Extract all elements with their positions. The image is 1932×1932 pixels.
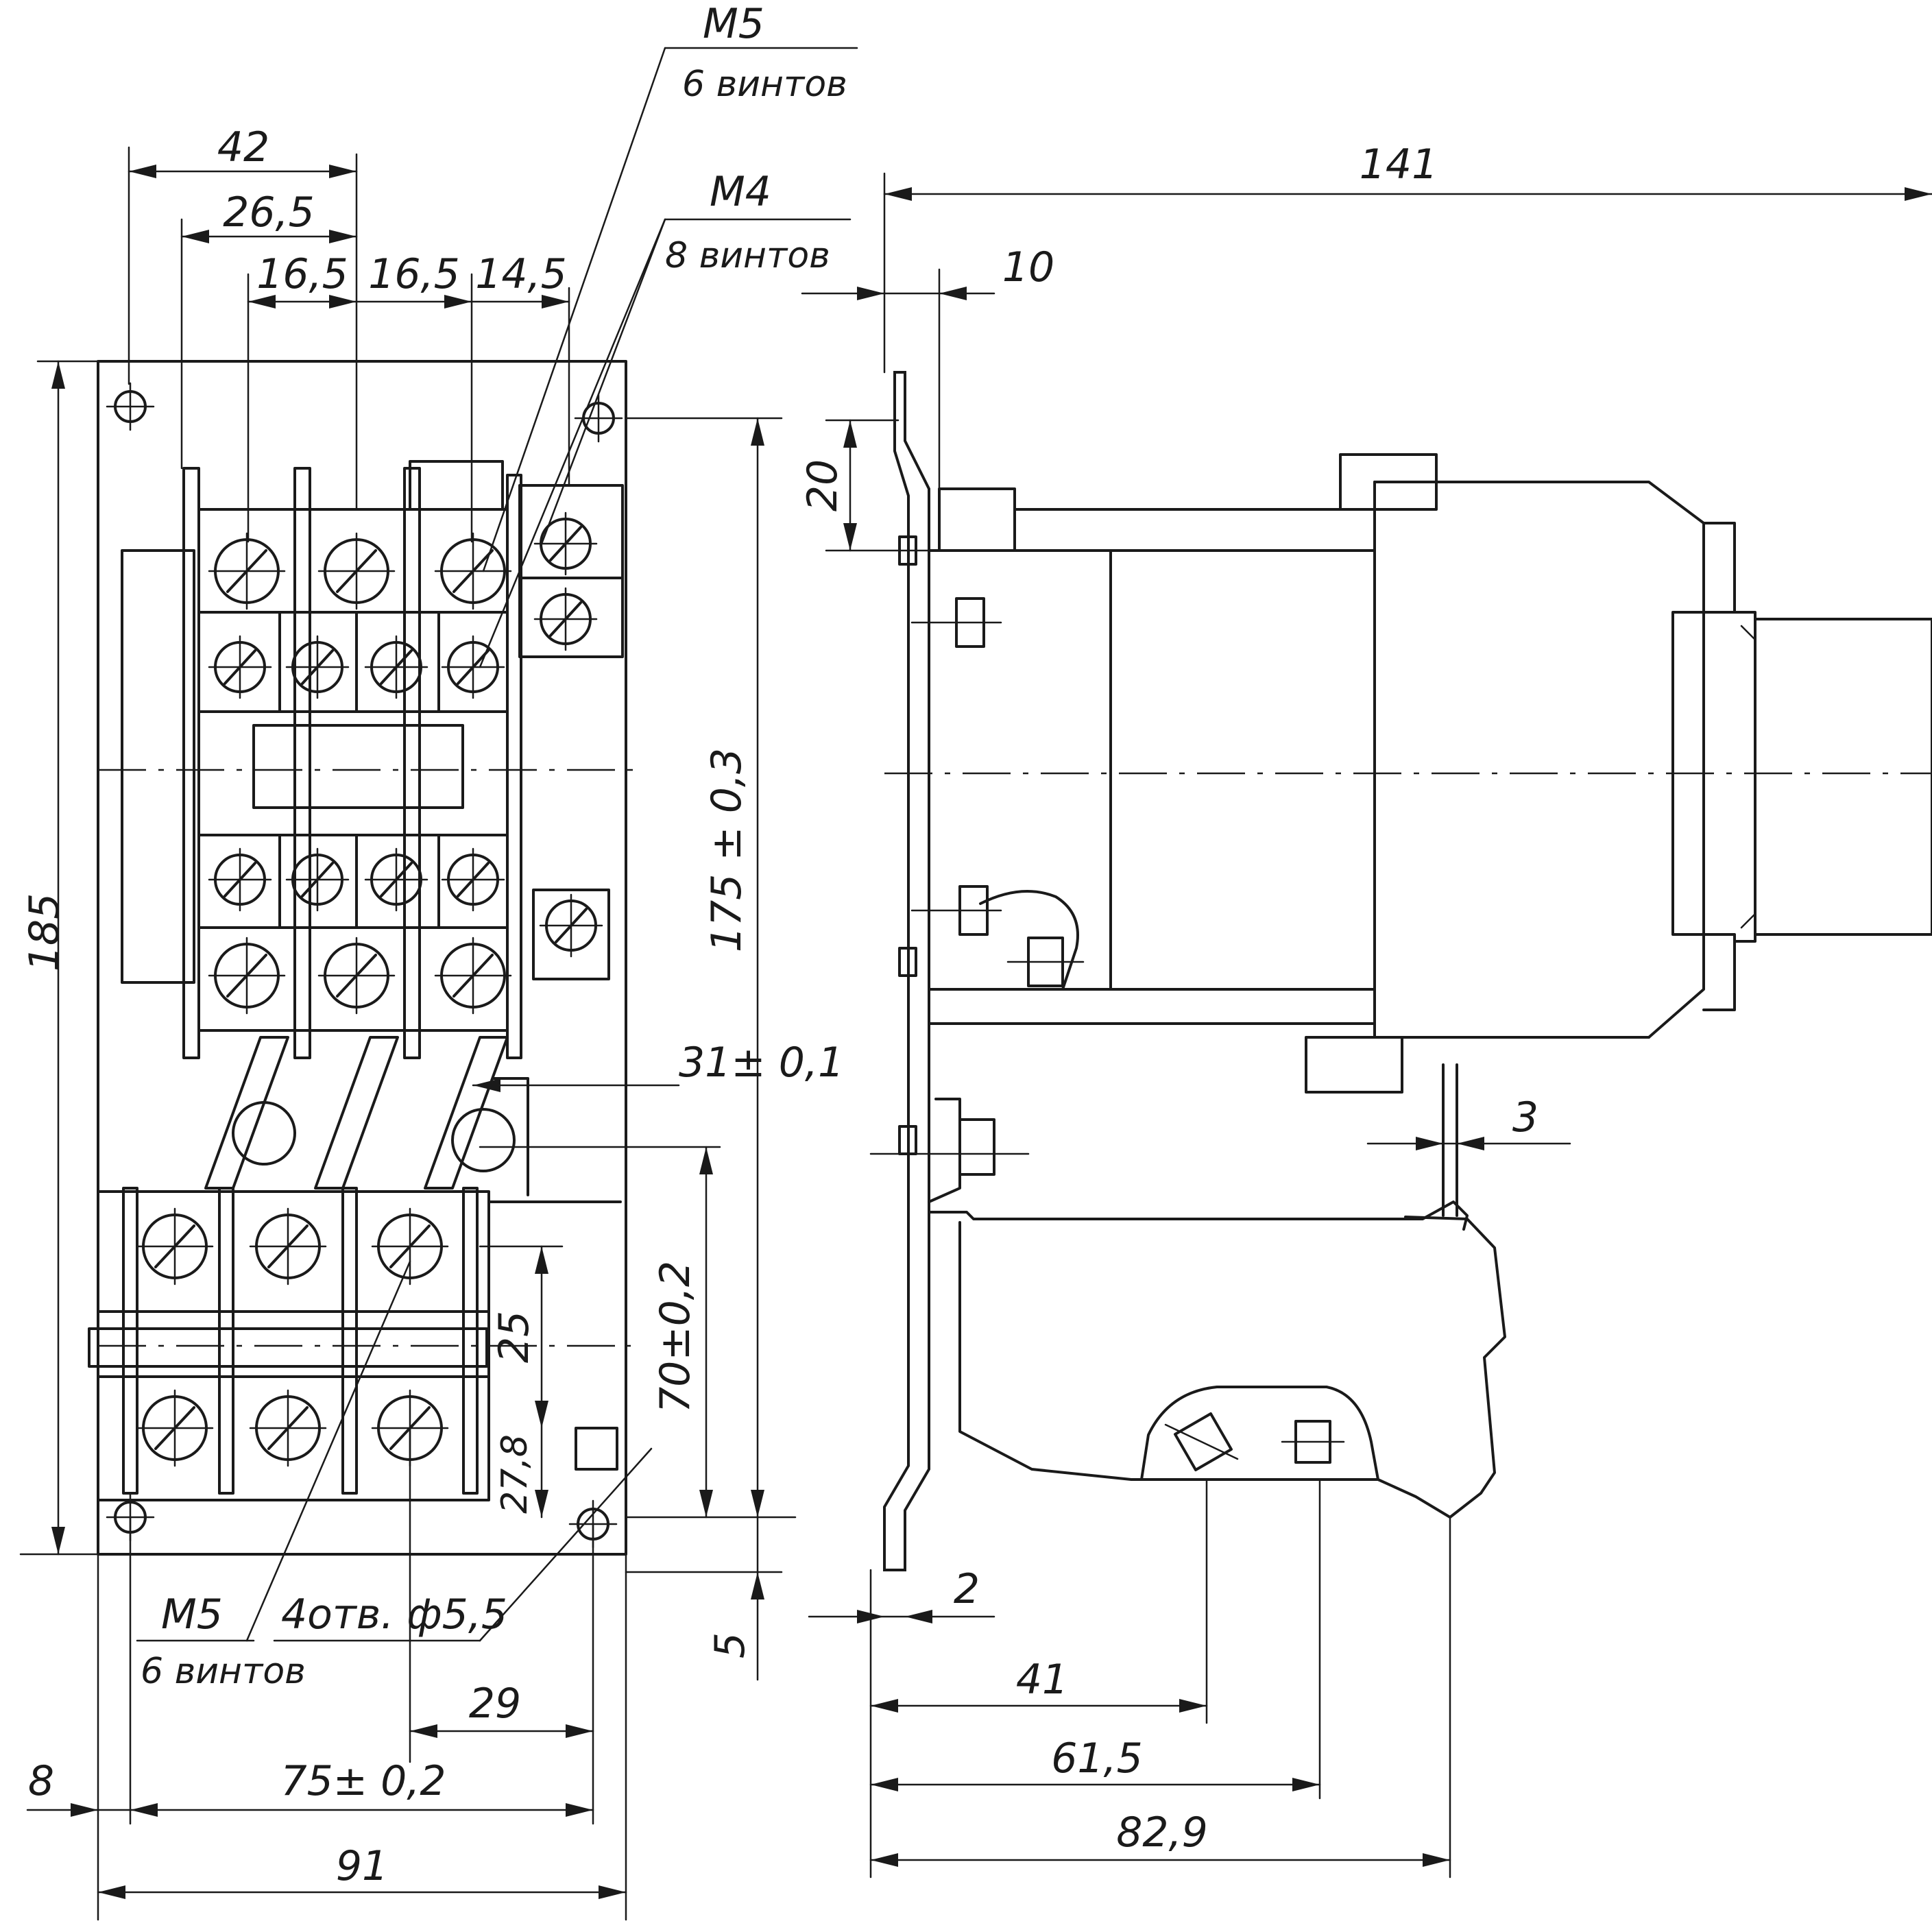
screw-m4-top-3 [364,635,428,699]
screw-m5-bottom-3 [371,1207,449,1285]
coil-housing [928,549,1376,991]
note-m5-bottom-count: 6 винтов [141,1651,306,1692]
dim-31: 31± 0,1 [679,1039,844,1087]
screw-m5-top-2 [317,532,396,610]
screw-m4-top-1 [208,635,272,699]
dim-175: 175 ± 0,3 [703,748,751,952]
screw-m5-top-1 [208,532,286,610]
screw-m5-top-3 [434,532,512,610]
dim-5: 5 [706,1632,754,1658]
screw-m4-mid-4 [441,847,505,912]
dim-41: 41 [1016,1656,1068,1704]
dim-29: 29 [469,1680,521,1728]
screw-m4-mid-3 [364,847,428,912]
note-m5-top: M5 [703,0,764,48]
dim-42: 42 [217,123,269,171]
dim-61-5: 61,5 [1051,1735,1143,1783]
dim-25: 25 [490,1311,538,1363]
note-m5-bottom: M5 [161,1591,223,1639]
note-m4-top: M4 [710,168,771,216]
front-view [88,360,644,1921]
arc-chute [958,1216,1506,1519]
screw-m5-mid-3 [434,937,512,1015]
dim-75: 75± 0,2 [280,1757,446,1805]
dim-14-5: 14,5 [475,250,567,298]
screw-m5-bottom-1 [136,1207,214,1285]
mounting-hole-top-left [106,382,155,431]
aux-contact-screw-1 [533,511,598,576]
dim-141: 141 [1360,141,1438,189]
screw-m5-bottom-2 [249,1207,327,1285]
base-plate-outline [97,360,627,1556]
screw-m4-top-4 [441,635,505,699]
dim-26-5: 26,5 [223,189,315,237]
side-view-dimensions: 141 10 20 3 2 41 61,5 82,9 [799,141,1932,1879]
aux-contact-screw-2 [533,587,598,651]
dim-185: 185 [21,893,69,972]
screw-m5-mid-2 [317,937,396,1015]
screw-m5-bottom-4 [136,1389,214,1467]
front-view-dimensions: 42 26,5 16,5 16,5 14,5 185 175 ± 0,3 5 3… [19,123,844,1899]
note-m4-top-count: 8 винтов [665,235,830,276]
mounting-bracket [883,371,930,1571]
magnet-housing [1373,481,1705,1039]
aux-contact-screw-3 [539,893,603,958]
dim-20: 20 [799,459,847,511]
dim-27-8: 27,8 [494,1434,535,1514]
dim-16-5-a: 16,5 [256,250,348,298]
nameplate-window [252,724,464,809]
note-m5-top-count: 6 винтов [682,64,847,105]
dim-8: 8 [28,1757,54,1805]
screw-m5-mid-1 [208,937,286,1015]
dim-70: 70±0,2 [651,1261,699,1413]
dim-3: 3 [1512,1094,1538,1142]
screw-m5-bottom-5 [249,1389,327,1467]
dim-82-9: 82,9 [1116,1809,1208,1857]
dim-16-5-b: 16,5 [368,250,460,298]
note-holes: 4отв. ф5,5 [281,1591,507,1639]
dim-2: 2 [954,1565,980,1613]
screw-m4-mid-1 [208,847,272,912]
coil-cap [1754,618,1932,936]
dim-10: 10 [1002,243,1054,291]
front-view-callouts: M5 6 винтов M4 8 винтов M5 6 винтов 4отв… [136,0,858,1692]
dim-91: 91 [336,1842,388,1890]
side-view [869,371,1932,1571]
